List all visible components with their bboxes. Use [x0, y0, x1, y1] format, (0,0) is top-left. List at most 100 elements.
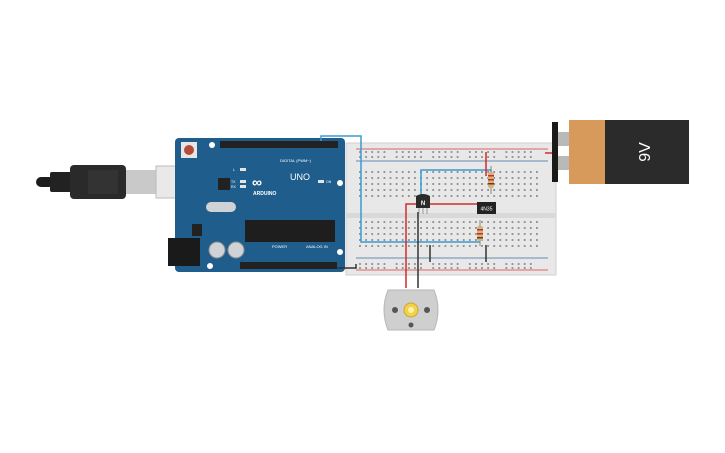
- breadboard-hole[interactable]: [389, 221, 392, 223]
- breadboard-hole[interactable]: [517, 195, 520, 197]
- breadboard-hole[interactable]: [359, 227, 361, 229]
- breadboard-hole[interactable]: [420, 221, 422, 223]
- breadboard-hole[interactable]: [365, 156, 367, 158]
- breadboard-hole[interactable]: [450, 221, 453, 223]
- breadboard-hole[interactable]: [468, 227, 471, 229]
- breadboard-hole[interactable]: [395, 177, 398, 179]
- breadboard-hole[interactable]: [438, 263, 441, 265]
- breadboard-hole[interactable]: [450, 156, 453, 158]
- breadboard-hole[interactable]: [444, 195, 447, 197]
- breadboard-hole[interactable]: [468, 177, 471, 179]
- breadboard-hole[interactable]: [359, 233, 361, 235]
- breadboard-hole[interactable]: [432, 233, 435, 235]
- breadboard-hole[interactable]: [401, 245, 404, 247]
- breadboard-hole[interactable]: [487, 151, 489, 153]
- breadboard-hole[interactable]: [395, 151, 398, 153]
- breadboard-hole[interactable]: [517, 171, 520, 173]
- breadboard-hole[interactable]: [432, 245, 435, 247]
- breadboard-hole[interactable]: [389, 245, 392, 247]
- breadboard-hole[interactable]: [456, 156, 459, 158]
- arduino-uno-board[interactable]: ∞ ARDUINO UNO DIGITAL (PWM~) POWER ANALO…: [168, 138, 345, 272]
- breadboard-hole[interactable]: [517, 227, 520, 229]
- breadboard-hole[interactable]: [371, 183, 374, 185]
- breadboard-hole[interactable]: [395, 183, 398, 185]
- breadboard-hole[interactable]: [414, 221, 416, 223]
- breadboard-hole[interactable]: [487, 239, 489, 241]
- breadboard-hole[interactable]: [468, 156, 471, 158]
- breadboard-hole[interactable]: [444, 177, 447, 179]
- breadboard-hole[interactable]: [432, 189, 435, 191]
- breadboard-hole[interactable]: [407, 151, 410, 153]
- breadboard-hole[interactable]: [438, 171, 441, 173]
- breadboard-hole[interactable]: [432, 227, 435, 229]
- breadboard-hole[interactable]: [529, 195, 532, 197]
- breadboard-hole[interactable]: [475, 263, 477, 265]
- breadboard-hole[interactable]: [468, 263, 471, 265]
- breadboard-hole[interactable]: [359, 221, 361, 223]
- breadboard-hole[interactable]: [511, 245, 514, 247]
- breadboard-hole[interactable]: [407, 245, 410, 247]
- breadboard-hole[interactable]: [517, 189, 520, 191]
- breadboard-hole[interactable]: [462, 195, 465, 197]
- breadboard-hole[interactable]: [493, 189, 496, 191]
- breadboard-hole[interactable]: [383, 151, 386, 153]
- breadboard-hole[interactable]: [444, 221, 447, 223]
- breadboard-hole[interactable]: [468, 195, 471, 197]
- breadboard-hole[interactable]: [444, 189, 447, 191]
- breadboard-hole[interactable]: [371, 245, 374, 247]
- breadboard-hole[interactable]: [395, 245, 398, 247]
- breadboard-hole[interactable]: [462, 177, 465, 179]
- breadboard-hole[interactable]: [371, 227, 374, 229]
- breadboard-hole[interactable]: [536, 239, 538, 241]
- breadboard-hole[interactable]: [414, 151, 416, 153]
- breadboard-hole[interactable]: [493, 263, 496, 265]
- breadboard-hole[interactable]: [365, 233, 367, 235]
- breadboard-hole[interactable]: [475, 233, 477, 235]
- breadboard-hole[interactable]: [365, 221, 367, 223]
- breadboard-hole[interactable]: [432, 151, 435, 153]
- breadboard-hole[interactable]: [523, 189, 526, 191]
- breadboard-hole[interactable]: [536, 227, 538, 229]
- breadboard-hole[interactable]: [377, 156, 380, 158]
- breadboard-hole[interactable]: [505, 151, 508, 153]
- breadboard-hole[interactable]: [523, 263, 526, 265]
- breadboard-hole[interactable]: [468, 239, 471, 241]
- breadboard-hole[interactable]: [414, 245, 416, 247]
- breadboard-hole[interactable]: [414, 177, 416, 179]
- breadboard-hole[interactable]: [517, 233, 520, 235]
- breadboard-hole[interactable]: [475, 195, 477, 197]
- wire-red-motor[interactable]: [405, 203, 416, 288]
- breadboard-hole[interactable]: [407, 177, 410, 179]
- breadboard-hole[interactable]: [462, 245, 465, 247]
- breadboard-hole[interactable]: [462, 239, 465, 241]
- breadboard-hole[interactable]: [359, 267, 361, 269]
- breadboard-hole[interactable]: [450, 177, 453, 179]
- breadboard-hole[interactable]: [420, 245, 422, 247]
- breadboard-hole[interactable]: [536, 195, 538, 197]
- breadboard-hole[interactable]: [407, 171, 410, 173]
- breadboard-hole[interactable]: [371, 239, 374, 241]
- breadboard-hole[interactable]: [475, 156, 477, 158]
- resistor-top[interactable]: [488, 166, 494, 194]
- breadboard-hole[interactable]: [371, 267, 374, 269]
- breadboard-hole[interactable]: [487, 227, 489, 229]
- breadboard-hole[interactable]: [523, 267, 526, 269]
- breadboard-hole[interactable]: [371, 189, 374, 191]
- breadboard-hole[interactable]: [401, 195, 404, 197]
- breadboard-hole[interactable]: [450, 183, 453, 185]
- breadboard-hole[interactable]: [444, 171, 447, 173]
- breadboard-hole[interactable]: [505, 233, 508, 235]
- breadboard-hole[interactable]: [420, 227, 422, 229]
- breadboard-hole[interactable]: [432, 171, 435, 173]
- breadboard-hole[interactable]: [365, 245, 367, 247]
- breadboard-hole[interactable]: [511, 171, 514, 173]
- breadboard-hole[interactable]: [371, 195, 374, 197]
- breadboard-hole[interactable]: [517, 267, 520, 269]
- breadboard-hole[interactable]: [414, 195, 416, 197]
- breadboard-hole[interactable]: [444, 267, 447, 269]
- breadboard-hole[interactable]: [401, 227, 404, 229]
- breadboard-hole[interactable]: [523, 195, 526, 197]
- breadboard-hole[interactable]: [395, 267, 398, 269]
- breadboard-hole[interactable]: [529, 156, 532, 158]
- breadboard-hole[interactable]: [517, 151, 520, 153]
